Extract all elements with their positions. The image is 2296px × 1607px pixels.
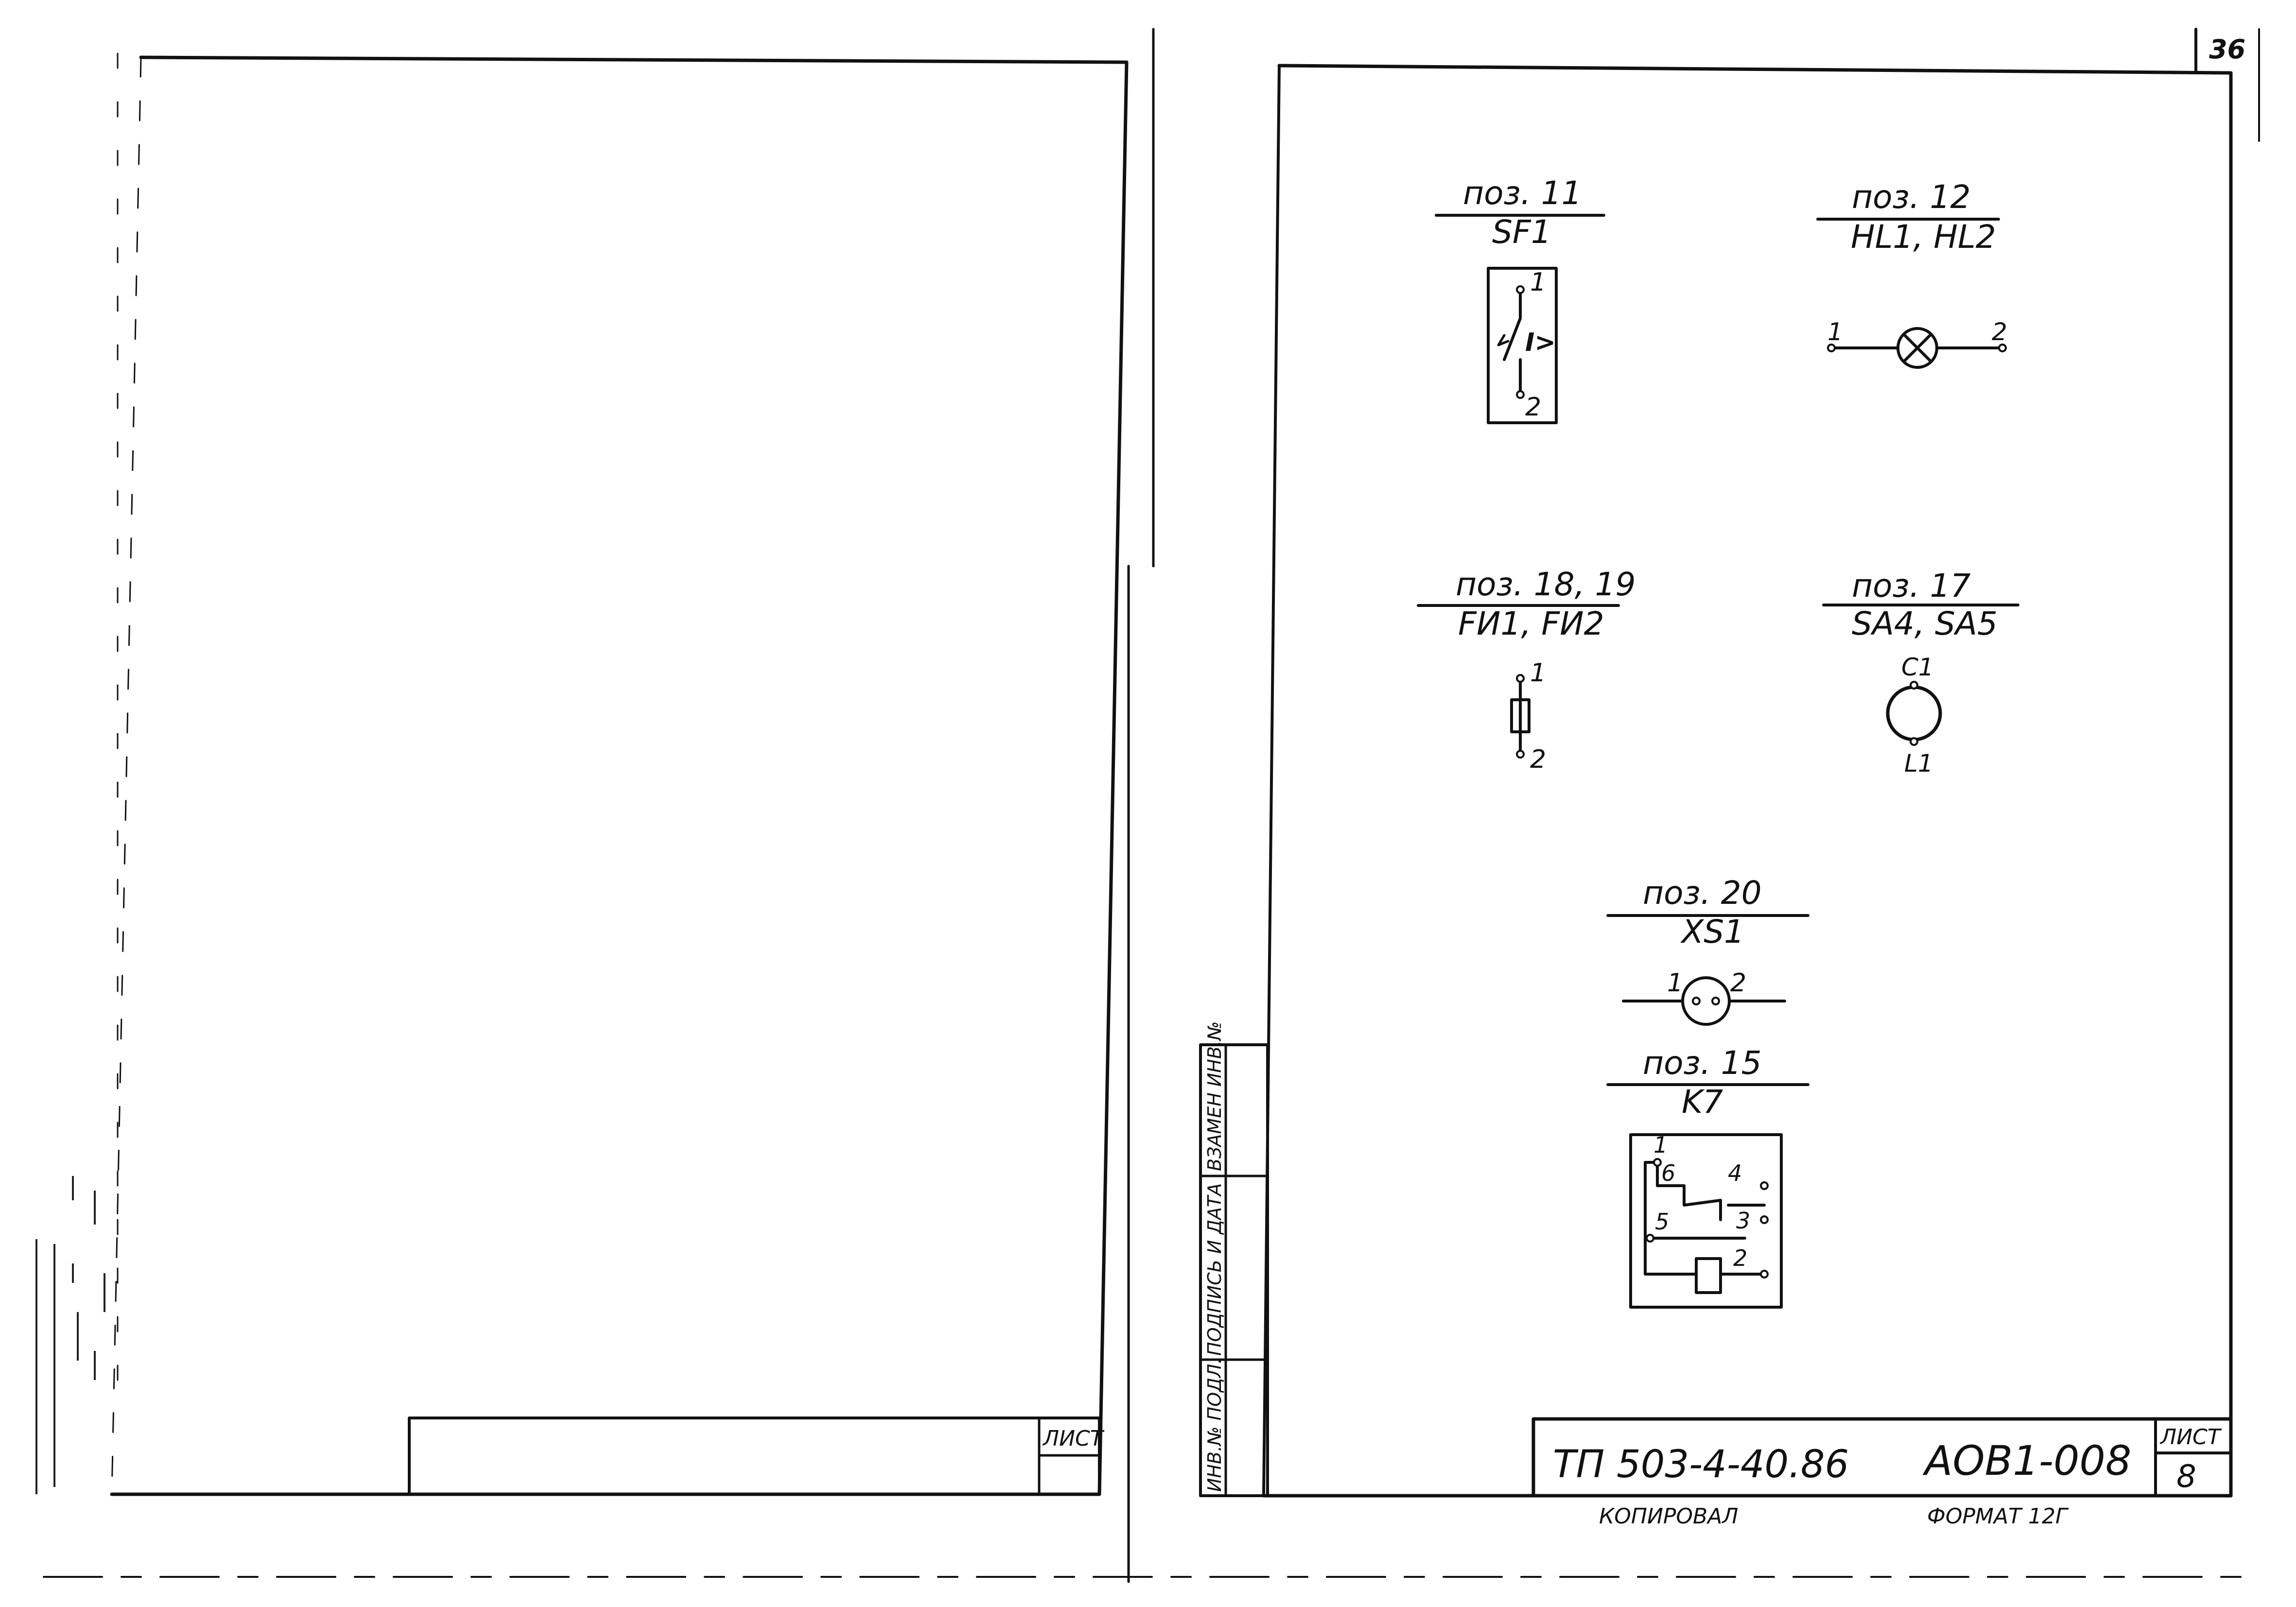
xs1-designation: XS1 bbox=[1680, 913, 1744, 950]
left-title-block-label: ЛИСТ bbox=[1042, 1426, 1105, 1451]
left-title-block bbox=[408, 1417, 1101, 1496]
k7-terminal-2 bbox=[1760, 1270, 1769, 1279]
sa-pos-label: поз. 17 bbox=[1852, 567, 1971, 605]
title-block-code: АОВ1-008 bbox=[1922, 1437, 2131, 1485]
hl-pin-left: 1 bbox=[1827, 318, 1843, 346]
fu-pin-top: 1 bbox=[1530, 658, 1546, 688]
sf1-contact-blade bbox=[1503, 317, 1522, 361]
k7-designation: K7 bbox=[1682, 1083, 1723, 1121]
k7-common-rail bbox=[1644, 1161, 1698, 1276]
symbol-hl: поз. 12 HL1, HL2 1 2 bbox=[1816, 178, 2007, 369]
k7-terminal-1 bbox=[1653, 1158, 1662, 1167]
hl-pos-label: поз. 12 bbox=[1852, 178, 1971, 216]
title-block: ТП 503-4-40.86 АОВ1-008 ЛИСТ 8 bbox=[1531, 1417, 2233, 1498]
sheet-corner-number: 36 bbox=[2209, 34, 2245, 65]
title-block-project: ТП 503-4-40.86 bbox=[1553, 1443, 1849, 1486]
k7-pin-5: 5 bbox=[1655, 1209, 1669, 1235]
xs1-pos-label: поз. 20 bbox=[1643, 874, 1762, 912]
sf1-pos-label: поз. 11 bbox=[1463, 174, 1582, 212]
sa-pin-top: C1 bbox=[1901, 653, 1934, 681]
side-stamp: ВЗАМЕН ИНВ.№ ПОДПИСЬ И ДАТА ИНВ.№ ПОДЛ. bbox=[1199, 1021, 1269, 1497]
side-stamp-row3: ИНВ.№ ПОДЛ. bbox=[1204, 1358, 1225, 1492]
hl-lamp-circle bbox=[1896, 327, 1938, 369]
k7-terminal-4 bbox=[1760, 1181, 1769, 1190]
xs1-contact-left bbox=[1692, 997, 1701, 1005]
xs1-socket-circle bbox=[1681, 976, 1731, 1026]
sf1-function-mark: I> bbox=[1525, 328, 1556, 357]
symbol-sf1: поз. 11 SF1 1 2 I> bbox=[1435, 174, 1605, 424]
fu-pos-label: поз. 18, 19 bbox=[1456, 566, 1636, 603]
k7-coil bbox=[1695, 1257, 1722, 1294]
fu-body bbox=[1510, 698, 1531, 733]
side-stamp-row2: ПОДПИСЬ И ДАТА bbox=[1204, 1183, 1225, 1356]
hl-terminal-left bbox=[1827, 344, 1836, 352]
footer-format: ФОРМАТ 12Г bbox=[1927, 1504, 2069, 1529]
k7-pin-2: 2 bbox=[1733, 1245, 1747, 1271]
k7-pin-1: 1 bbox=[1653, 1132, 1668, 1158]
sf1-terminal-top bbox=[1516, 285, 1525, 294]
right-sheet-frame bbox=[1262, 64, 2233, 1498]
k7-contact-blade bbox=[1656, 1184, 1722, 1207]
k7-pin-6: 6 bbox=[1661, 1160, 1675, 1186]
symbol-xs1: поз. 20 XS1 1 2 bbox=[1606, 874, 1809, 1026]
k7-body bbox=[1629, 1133, 1783, 1309]
hl-designation: HL1, HL2 bbox=[1851, 218, 1996, 256]
left-margin-smudges bbox=[35, 1176, 105, 1494]
sa-pin-bottom: L1 bbox=[1904, 749, 1933, 778]
footer-copied: КОПИРОВАЛ bbox=[1599, 1504, 1738, 1529]
xs1-pin-right: 2 bbox=[1730, 968, 1746, 998]
k7-pos-label: поз. 15 bbox=[1643, 1044, 1762, 1082]
k7-terminal-5 bbox=[1646, 1234, 1654, 1243]
hl-pin-right: 2 bbox=[1992, 318, 2007, 346]
sf1-body bbox=[1487, 267, 1558, 424]
sa-designation: SA4, SA5 bbox=[1852, 605, 1998, 642]
fu-pin-bottom: 2 bbox=[1530, 745, 1546, 774]
sf1-pin-top: 1 bbox=[1530, 268, 1546, 297]
k7-pin-3: 3 bbox=[1736, 1208, 1750, 1234]
title-block-frame bbox=[1531, 1417, 2233, 1498]
xs1-contact-right bbox=[1711, 997, 1720, 1005]
left-sheet: ЛИСТ bbox=[35, 55, 1129, 1496]
sf1-pin-bottom: 2 bbox=[1525, 393, 1541, 422]
fu-designation: FИ1, FИ2 bbox=[1458, 605, 1604, 642]
right-sheet-left-border bbox=[1262, 64, 1281, 1497]
symbol-sa: поз. 17 SA4, SA5 C1 L1 bbox=[1822, 567, 2019, 778]
k7-terminal-3 bbox=[1760, 1215, 1769, 1224]
sf1-designation: SF1 bbox=[1492, 213, 1551, 251]
xs1-pin-left: 1 bbox=[1667, 968, 1683, 998]
title-block-sheet-label: ЛИСТ bbox=[2159, 1425, 2222, 1450]
side-stamp-frame bbox=[1199, 1043, 1269, 1497]
sf1-latch-mark bbox=[1497, 334, 1510, 346]
sa-terminal-top bbox=[1910, 681, 1918, 690]
symbol-k7: поз. 15 K7 1 6 4 5 3 bbox=[1606, 1044, 1809, 1309]
side-stamp-row1: ВЗАМЕН ИНВ.№ bbox=[1204, 1021, 1225, 1171]
fu-terminal-bottom bbox=[1516, 750, 1525, 759]
sa-body-circle bbox=[1886, 685, 1942, 742]
title-block-sheet-number: 8 bbox=[2176, 1459, 2196, 1495]
symbol-fu: поз. 18, 19 FИ1, FИ2 1 2 bbox=[1417, 566, 1636, 774]
left-sheet-frame bbox=[110, 55, 1129, 1496]
hl-lamp-cross-b bbox=[1902, 333, 1932, 363]
sf1-terminal-bottom bbox=[1516, 390, 1525, 399]
hl-terminal-right bbox=[1998, 344, 2007, 352]
right-sheet: 36 поз. 11 SF1 1 2 I> поз. 12 HL1, HL2 bbox=[1199, 28, 2260, 1529]
k7-pin-4: 4 bbox=[1728, 1160, 1742, 1186]
fu-terminal-top bbox=[1516, 674, 1525, 683]
left-sheet-left-border bbox=[111, 56, 142, 1495]
sa-terminal-bottom bbox=[1910, 737, 1918, 746]
